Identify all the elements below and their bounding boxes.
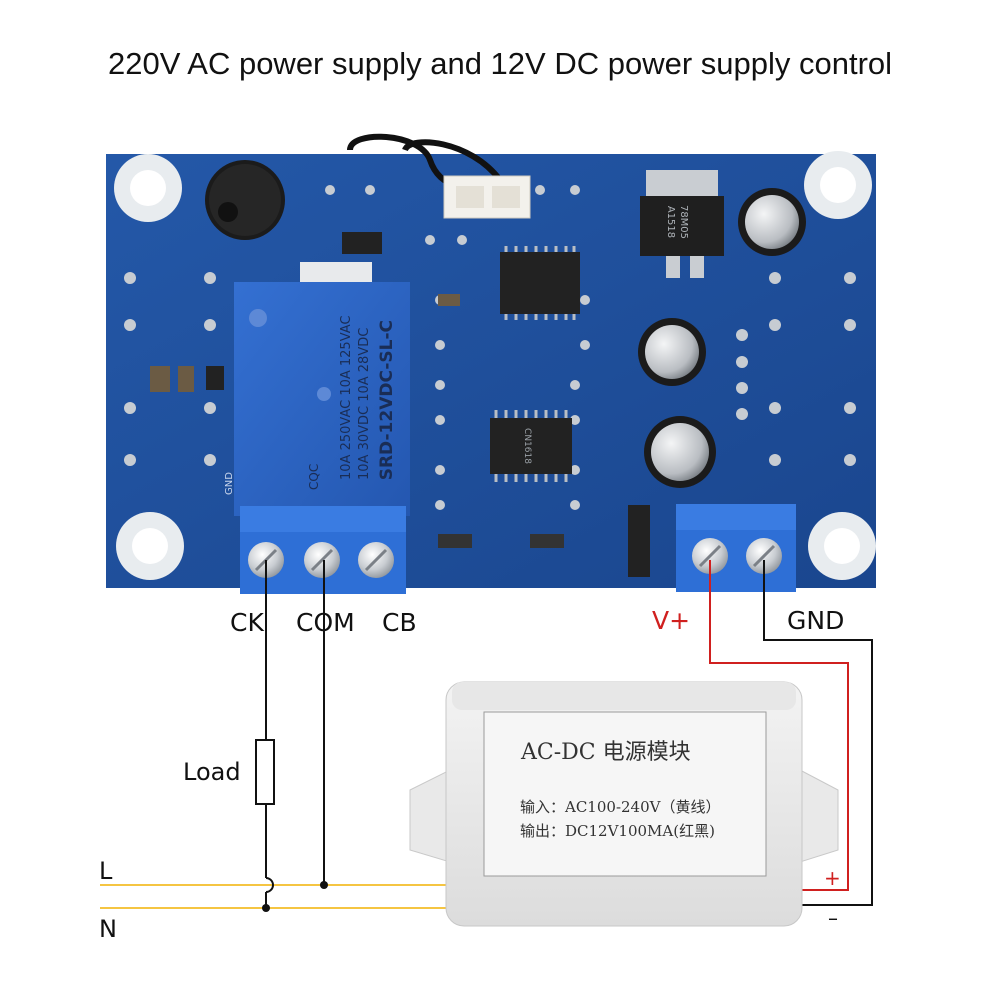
ic-chip-mcu xyxy=(500,246,580,320)
smd-transistor xyxy=(206,366,224,390)
power-terminal-block xyxy=(676,504,796,592)
page-title: 220V AC power supply and 12V DC power su… xyxy=(107,46,893,81)
relay: SRD-12VDC-SL-C 10A 250VAC 10A 125VAC 10A… xyxy=(234,262,410,516)
relay-marking-ratings: 10A 250VAC 10A 125VAC xyxy=(339,316,354,481)
load-circuit xyxy=(255,560,325,908)
smd-resistor xyxy=(530,534,564,548)
sensor-connector xyxy=(347,133,531,219)
wire-crossover xyxy=(265,877,274,893)
load-resistor xyxy=(255,739,275,805)
neutral-line-label: N xyxy=(99,915,117,943)
capacitor xyxy=(738,188,806,256)
psu-minus-label: – xyxy=(828,906,838,930)
psu-title: AC-DC 电源模块 xyxy=(521,740,691,765)
mounting-hole xyxy=(804,151,872,219)
smd-resistor xyxy=(150,366,170,392)
regulator-code: A1518 xyxy=(665,206,676,238)
smd-resistor xyxy=(178,366,194,392)
terminal-label-cb: CB xyxy=(382,608,417,637)
psu-output-spec: 输出：DC12V100MA(红黑) xyxy=(520,822,715,840)
negative-wire xyxy=(763,560,873,906)
capacitor xyxy=(644,416,716,488)
ic-chip-driver: CN1618 xyxy=(490,410,572,482)
relay-marking-cqc: CQC xyxy=(307,464,321,490)
buzzer xyxy=(205,160,285,240)
regulator-marking: 78M05 xyxy=(678,205,689,239)
ic-marking: CN1618 xyxy=(522,428,532,464)
pcb-board: CN1618 78M05 A1518 xyxy=(106,133,876,594)
terminal-label-com: COM xyxy=(296,608,355,637)
smd-resistor xyxy=(438,534,472,548)
mounting-hole xyxy=(114,154,182,222)
junction-dot xyxy=(320,881,328,889)
load-label: Load xyxy=(183,758,241,786)
terminal-label-ck: CK xyxy=(230,608,264,637)
diode-m7 xyxy=(342,232,382,254)
terminal-label-vplus: V+ xyxy=(652,606,691,635)
terminal-screw-vplus xyxy=(692,538,728,574)
terminal-screw-gnd xyxy=(746,538,782,574)
diode-m7 xyxy=(628,505,650,577)
voltage-regulator: 78M05 A1518 xyxy=(640,170,724,278)
psu-input-spec: 输入：AC100-240V（黄线） xyxy=(520,798,721,816)
mounting-hole xyxy=(808,512,876,580)
smd-resistor xyxy=(438,294,460,306)
board-label-gnd: GND xyxy=(224,472,235,495)
capacitor xyxy=(638,318,706,386)
relay-marking-ratings: 10A 30VDC 10A 28VDC xyxy=(357,328,372,480)
terminal-label-gnd: GND xyxy=(787,606,845,635)
power-module xyxy=(409,681,839,927)
relay-marking-model: SRD-12VDC-SL-C xyxy=(377,320,397,480)
junction-dot xyxy=(262,904,270,912)
terminal-screw-cb xyxy=(358,542,394,578)
solder-pads xyxy=(124,185,856,510)
terminal-screw-com xyxy=(304,542,340,578)
mounting-hole xyxy=(116,512,184,580)
ac-lines xyxy=(100,884,460,909)
positive-wire xyxy=(709,560,849,891)
psu-plus-label: + xyxy=(824,866,841,890)
live-line-label: L xyxy=(99,857,113,885)
